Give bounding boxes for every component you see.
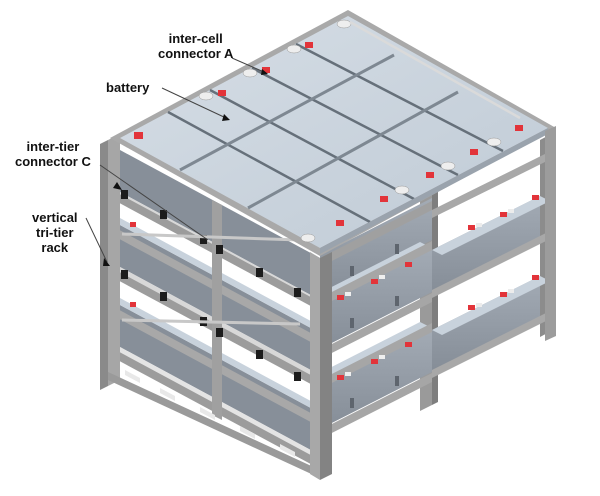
callout-leaders: [85, 57, 268, 266]
label-line: inter-tier: [26, 139, 80, 154]
label-line: vertical: [32, 210, 78, 225]
top-battery-surface: [110, 10, 556, 256]
label-battery: battery: [106, 80, 149, 95]
label-line: rack: [41, 240, 69, 255]
label-inter-tier-connector-c: inter-tier connector C: [15, 139, 91, 169]
front-right-face: [310, 198, 432, 439]
label-line: battery: [106, 80, 150, 95]
top-terminals: [134, 19, 523, 243]
right-corner-post: [545, 126, 556, 341]
label-vertical-tri-tier-rack: vertical tri-tier rack: [32, 210, 78, 255]
front-left-face: [100, 134, 320, 478]
label-inter-cell-connector-a: inter-cell connector A: [158, 31, 233, 61]
label-line: tri-tier: [35, 225, 74, 240]
front-corner-post: [310, 252, 332, 480]
label-line: connector A: [158, 46, 234, 61]
label-line: connector C: [15, 154, 91, 169]
label-line: inter-cell: [168, 31, 223, 46]
right-tier-block: [420, 132, 556, 411]
